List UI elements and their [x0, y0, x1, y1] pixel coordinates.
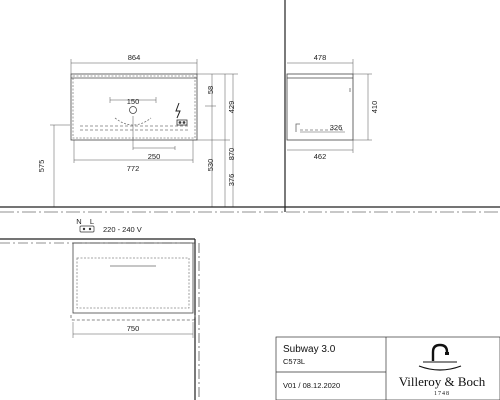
brand-year: 1748 — [434, 391, 450, 397]
faucet-icon — [418, 343, 462, 371]
dim-772: 772 — [127, 164, 140, 173]
dim-410: 410 — [370, 101, 379, 114]
dim-870: 870 — [227, 148, 236, 161]
front-dimension-texts: 864 150 250 772 58 429 870 530 376 575 — [37, 53, 236, 186]
n-label: N — [76, 217, 81, 226]
front-cabinet-outline — [70, 73, 198, 141]
title-block — [275, 336, 500, 400]
dim-478: 478 — [314, 53, 327, 62]
version-date: V01 / 08.12.2020 — [283, 381, 340, 390]
product-name: Subway 3.0 — [283, 344, 336, 355]
plan-view — [70, 242, 196, 321]
drain-circle — [129, 106, 137, 114]
lightning-icon — [175, 102, 181, 119]
dim-575: 575 — [37, 160, 46, 173]
dim-462: 462 — [314, 152, 327, 161]
side-view — [286, 73, 354, 141]
side-cabinet-outline — [286, 73, 354, 141]
dim-250: 250 — [148, 152, 161, 161]
plan-cabinet-outline — [72, 242, 194, 314]
voltage-label: 220 - 240 V — [103, 225, 142, 234]
plan-dimensions — [72, 322, 194, 338]
dim-530: 530 — [206, 159, 215, 172]
dim-326: 326 — [330, 123, 343, 132]
dim-376: 376 — [227, 174, 236, 187]
product-code: C573L — [283, 357, 305, 366]
dim-150: 150 — [127, 97, 140, 106]
side-dimension-texts: 478 410 326 462 — [314, 53, 379, 161]
dim-429: 429 — [227, 101, 236, 114]
brand-logo: Villeroy & Boch 1748 — [399, 343, 486, 397]
side-dimensions — [287, 59, 372, 153]
floor-band — [0, 206, 500, 213]
outlet-icon — [79, 225, 95, 233]
l-label: L — [90, 217, 94, 226]
electrical-note: N L 220 - 240 V — [76, 217, 141, 234]
brand-name: Villeroy & Boch — [399, 374, 486, 389]
plan-wall — [0, 238, 200, 400]
front-view — [70, 73, 198, 141]
front-dimensions — [50, 59, 238, 208]
dim-864: 864 — [128, 53, 141, 62]
dim-750: 750 — [127, 324, 140, 333]
socket-icon — [176, 119, 188, 126]
dim-58: 58 — [206, 86, 215, 94]
